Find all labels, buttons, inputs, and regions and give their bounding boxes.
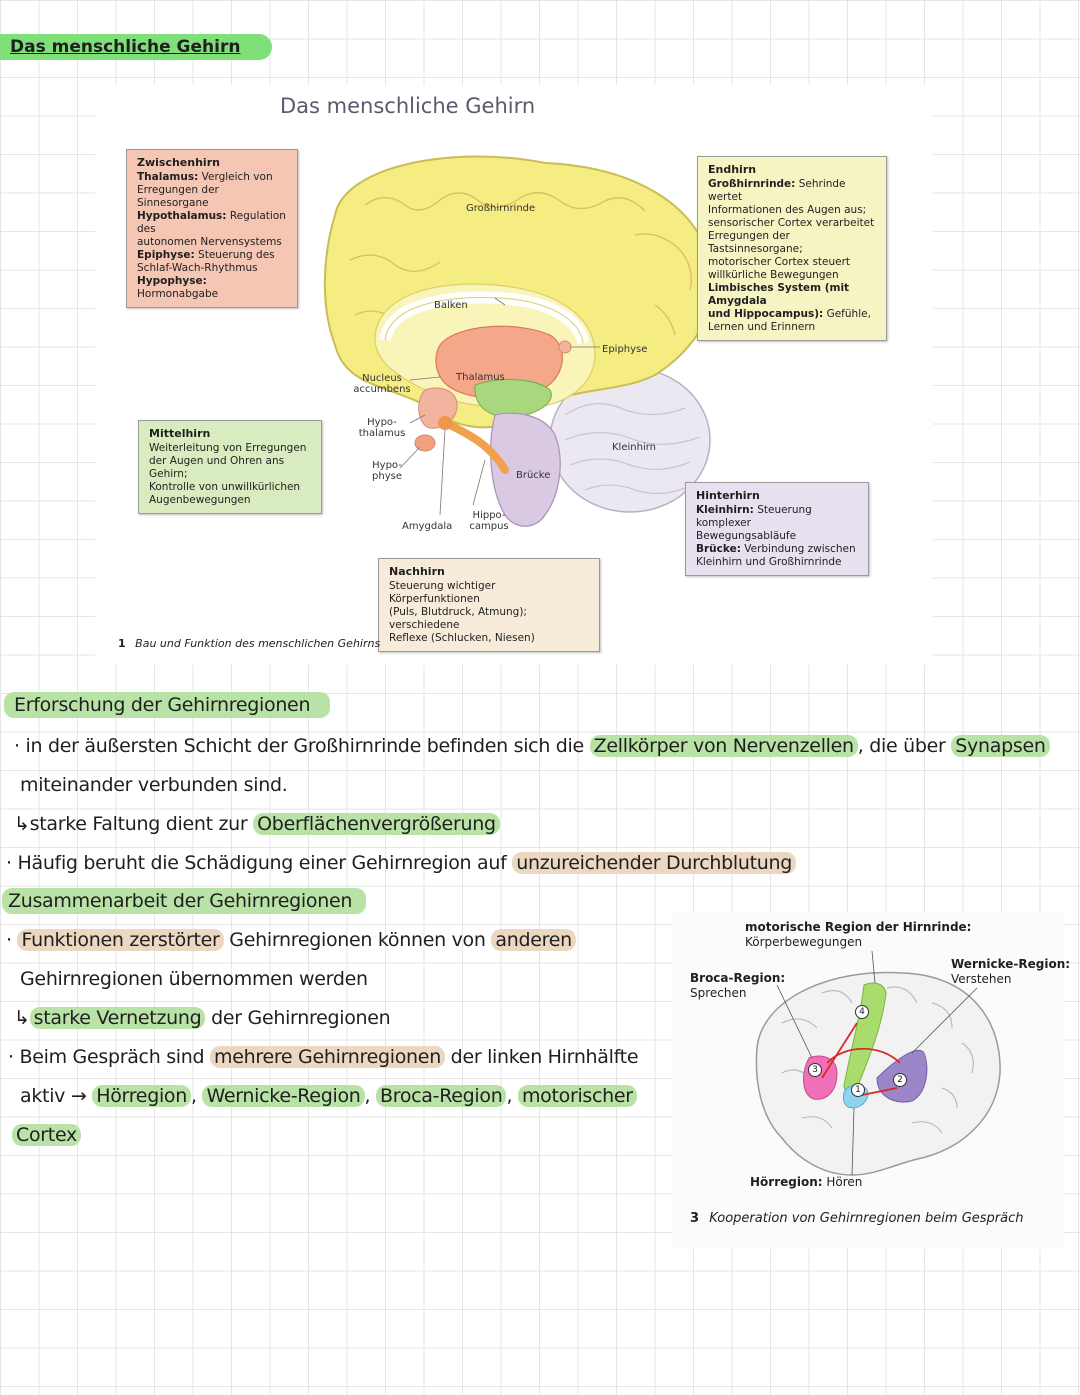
mittelhirn-title: Mittelhirn [149, 427, 211, 440]
zwischenhirn-line: Hypothalamus: Regulation des [137, 210, 286, 235]
mittelhirn-box: Mittelhirn Weiterleitung von Erregungen … [138, 420, 322, 514]
label-balken: Balken [434, 300, 468, 311]
label-thalamus: Thalamus [456, 372, 505, 383]
label-hippocampus: Hippo- campus [469, 510, 509, 532]
endhirn-line: Limbisches System (mit Amygdala [708, 282, 850, 307]
wernicke-region-label: Wernicke-Region:Verstehen [951, 957, 1071, 986]
zwischenhirn-box: Zwischenhirn Thalamus: Vergleich von Err… [126, 149, 298, 308]
figure1-caption-text: Bau und Funktion des menschlichen Gehirn… [135, 637, 381, 650]
coop-bullet-2-regions: aktiv → Hörregion, Wernicke-Region, Broc… [20, 1085, 637, 1107]
zwischenhirn-line: Epiphyse: Steuerung des [137, 249, 275, 261]
mittelhirn-line: Kontrolle von unwillkürlichen [149, 481, 301, 493]
research-bullet-2: · Häufig beruht die Schädigung einer Geh… [6, 852, 796, 874]
label-kleinhirn: Kleinhirn [612, 442, 656, 453]
hinterhirn-title: Hinterhirn [696, 489, 760, 502]
marker-2: 2 [893, 1073, 907, 1087]
section-heading-research: Erforschung der Gehirnregionen [4, 692, 331, 718]
endhirn-line: willkürliche Bewegungen [708, 269, 839, 281]
figure1-caption-number: 1 [118, 637, 126, 650]
zwischenhirn-line: Schlaf-Wach-Rhythmus [137, 262, 258, 274]
nachhirn-box: Nachhirn Steuerung wichtiger Körperfunkt… [378, 558, 600, 652]
endhirn-title: Endhirn [708, 163, 757, 176]
zwischenhirn-line: Thalamus: Vergleich von [137, 171, 273, 183]
zwischenhirn-line: autonomen Nervensystems [137, 236, 282, 248]
label-hypothalamus: Hypo- thalamus [358, 417, 406, 439]
zwischenhirn-title: Zwischenhirn [137, 156, 220, 169]
marker-4: 4 [855, 1005, 869, 1019]
hinterhirn-line: Kleinhirn und Großhirnrinde [696, 556, 842, 568]
endhirn-line: Lernen und Erinnern [708, 321, 816, 333]
endhirn-box: Endhirn Großhirnrinde: Sehrinde wertet I… [697, 156, 887, 341]
nachhirn-line: Steuerung wichtiger Körperfunktionen [389, 580, 496, 605]
figure3-caption: 3 Kooperation von Gehirnregionen beim Ge… [690, 1211, 1024, 1226]
endhirn-line: sensorischer Cortex verarbeitet [708, 217, 875, 229]
label-nucleus-accumbens: Nucleus accumbens [353, 373, 411, 395]
section-heading-cooperation: Zusammenarbeit der Gehirnregionen [2, 888, 367, 914]
figure-title: Das menschliche Gehirn [280, 94, 536, 118]
label-bruecke: Brücke [516, 470, 551, 481]
endhirn-line: motorischer Cortex steuert [708, 256, 851, 268]
page-title: Das menschliche Gehirn [10, 37, 241, 57]
research-bullet-1-cont: miteinander verbunden sind. [20, 774, 288, 796]
hinterhirn-line: Kleinhirn: Steuerung komplexer [696, 504, 812, 529]
page-title-highlight: Das menschliche Gehirn [0, 34, 272, 60]
label-epiphyse: Epiphyse [602, 344, 648, 355]
coop-bullet-2-last: Cortex [12, 1124, 81, 1146]
motor-region-label: motorische Region der Hirnrinde:Körperbe… [745, 920, 972, 949]
label-amygdala: Amygdala [402, 521, 453, 532]
brain-illustration [323, 155, 715, 527]
endhirn-line: Großhirnrinde: Sehrinde wertet [708, 178, 846, 203]
hinterhirn-line: Brücke: Verbindung zwischen [696, 543, 856, 555]
hinterhirn-box: Hinterhirn Kleinhirn: Steuerung komplexe… [685, 482, 869, 576]
figure3-caption-number: 3 [690, 1211, 700, 1226]
endhirn-line: und Hippocampus): Gefühle, [708, 308, 871, 320]
research-arrow-1: ↳starke Faltung dient zur Oberflächenver… [14, 813, 500, 835]
mittelhirn-line: Weiterleitung von Erregungen [149, 442, 307, 454]
mittelhirn-line: Augenbewegungen [149, 494, 251, 506]
coop-arrow-1: ↳starke Vernetzung der Gehirnregionen [14, 1007, 391, 1029]
label-grosshirnrinde: Großhirnrinde [466, 203, 536, 214]
nachhirn-line: Reflexe (Schlucken, Niesen) [389, 632, 535, 644]
coop-bullet-2: · Beim Gespräch sind mehrere Gehirnregio… [8, 1046, 639, 1068]
auditory-region-label: Hörregion: Hören [750, 1175, 863, 1189]
endhirn-line: Erregungen der Tastsinnesorgane; [708, 230, 803, 255]
figure1-caption: 1 Bau und Funktion des menschlichen Gehi… [118, 637, 380, 650]
marker-3: 3 [808, 1063, 822, 1077]
figure3-caption-text: Kooperation von Gehirnregionen beim Gesp… [709, 1211, 1024, 1226]
zwischenhirn-line: Hypophyse: Hormonabgabe [137, 275, 219, 300]
nachhirn-line: (Puls, Blutdruck, Atmung); verschiedene [389, 606, 527, 631]
coop-bullet-1-cont: Gehirnregionen übernommen werden [20, 968, 368, 990]
broca-region-label: Broca-Region:Sprechen [690, 971, 786, 1000]
mittelhirn-line: der Augen und Ohren ans Gehirn; [149, 455, 285, 480]
endhirn-line: Informationen des Augen aus; [708, 204, 867, 216]
research-bullet-1: · in der äußersten Schicht der Großhirnr… [14, 735, 1050, 757]
label-hypophyse: Hypo- physe [372, 460, 402, 482]
coop-bullet-1: · Funktionen zerstörter Gehirnregionen k… [6, 929, 576, 951]
nachhirn-title: Nachhirn [389, 565, 445, 578]
marker-1: 1 [851, 1083, 865, 1097]
hinterhirn-line: Bewegungsabläufe [696, 530, 797, 542]
zwischenhirn-line: Erregungen der Sinnesorgane [137, 184, 219, 209]
